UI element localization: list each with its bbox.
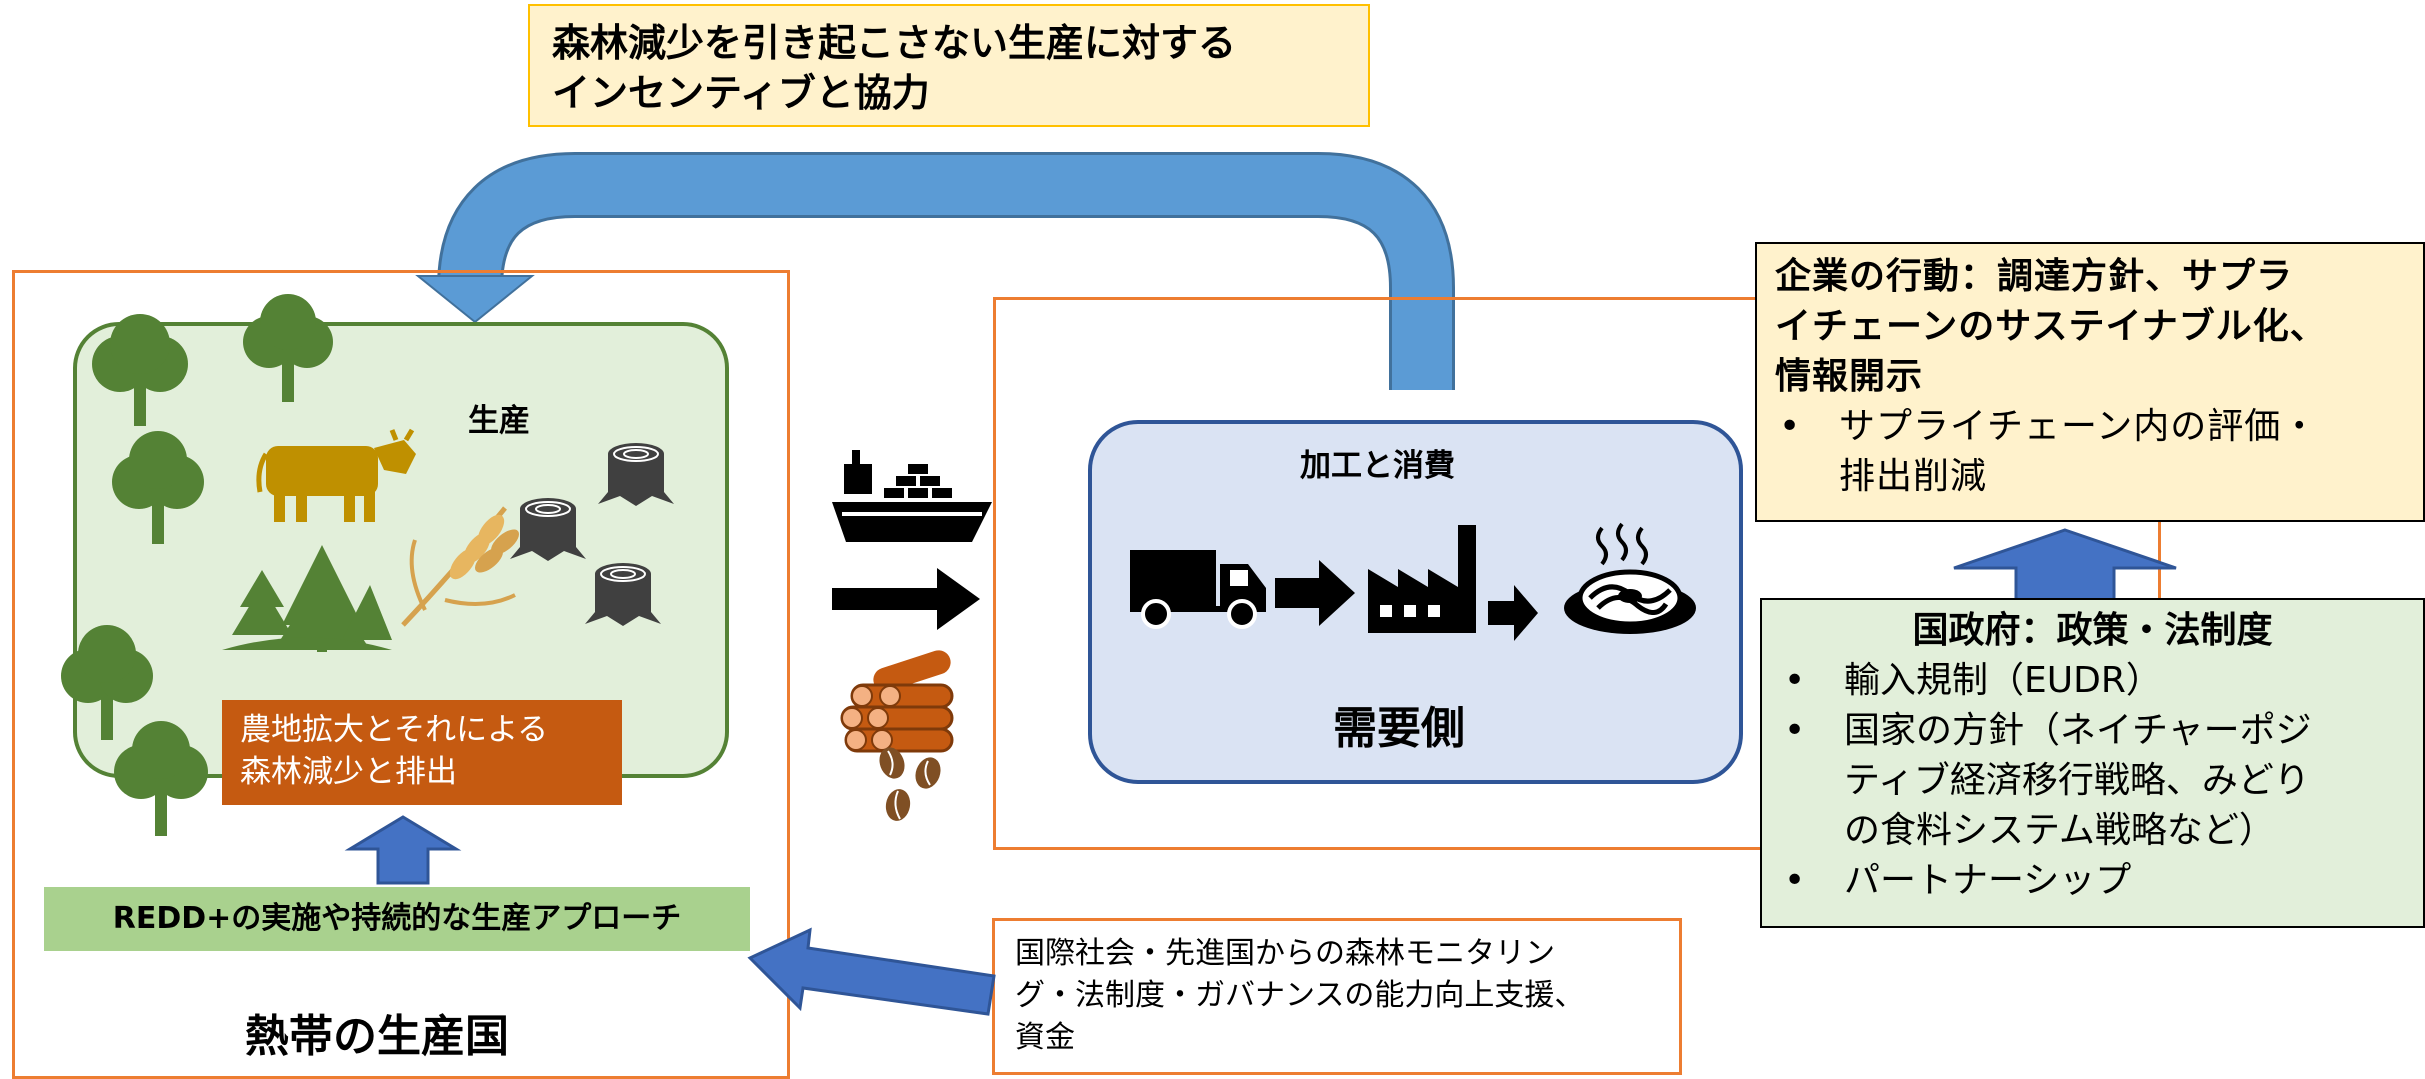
impact-line2: 森林減少と排出 bbox=[240, 754, 457, 790]
top-banner-line1: 森林減少を引き起こさない生産に対する bbox=[552, 21, 1237, 65]
international-support-box: 国際社会・先進国からの森林モニタリン グ・法制度・ガバナンスの能力向上支援、 資… bbox=[992, 918, 1682, 1075]
flow-arrow-icon bbox=[1488, 585, 1538, 641]
deforestation-impact-box: 農地拡大とそれによる 森林減少と排出 bbox=[222, 700, 622, 805]
production-label: 生産 bbox=[468, 403, 530, 439]
cow-icon bbox=[256, 428, 416, 522]
forest-icon bbox=[222, 545, 392, 652]
corporate-action-box: 企業の行動：調達方針、サプラ イチェーンのサステイナブル化、 情報開示 • サプ… bbox=[1755, 242, 2425, 522]
bullet: • bbox=[1784, 860, 1806, 901]
trade-flow-arrow bbox=[832, 568, 980, 630]
sustainable-approach-box: REDD+の実施や持続的な生産アプローチ bbox=[44, 887, 750, 951]
producer-country-title: 熱帯の生産国 bbox=[245, 1011, 509, 1062]
tree-icon bbox=[112, 431, 204, 544]
corporate-title-line3: 情報開示 bbox=[1775, 356, 1924, 397]
factory-icon bbox=[1368, 525, 1476, 633]
government-item: • パートナーシップ bbox=[1780, 856, 2423, 906]
bullet: • bbox=[1784, 710, 1806, 751]
top-banner: 森林減少を引き起こさない生産に対する インセンティブと協力 bbox=[528, 4, 1370, 127]
tree-stump-icon bbox=[510, 498, 586, 561]
corporate-item: • サプライチェーン内の評価・ 排出削減 bbox=[1775, 402, 2423, 502]
demand-side-box bbox=[993, 297, 2161, 850]
government-item1: 輸入規制（EUDR） bbox=[1844, 660, 2162, 701]
government-item2-line1: 国家の方針（ネイチャーポジ bbox=[1844, 710, 2312, 751]
corporate-list: • サプライチェーン内の評価・ 排出削減 bbox=[1775, 402, 2423, 502]
cargo-ship-icon bbox=[832, 450, 992, 542]
top-banner-line2: インセンティブと協力 bbox=[552, 71, 930, 115]
government-item3: パートナーシップ bbox=[1844, 860, 2132, 901]
bullet: • bbox=[1779, 406, 1802, 447]
timber-logs-icon bbox=[840, 650, 954, 753]
tree-icon bbox=[92, 314, 188, 426]
up-arrow-icon bbox=[1953, 528, 2177, 604]
government-item2-line2: ティブ経済移行戦略、みどり bbox=[1844, 760, 2310, 801]
international-line3: 資金 bbox=[1015, 1020, 1075, 1055]
demand-side-label: 需要側 bbox=[1333, 703, 1465, 754]
food-plate-icon bbox=[1564, 522, 1696, 634]
international-line2: グ・法制度・ガバナンスの能力向上支援、 bbox=[1015, 978, 1585, 1013]
impact-line1: 農地拡大とそれによる bbox=[240, 712, 549, 748]
wheat-icon bbox=[401, 506, 520, 627]
corporate-item-line2: 排出削減 bbox=[1839, 456, 1988, 497]
up-arrow-icon bbox=[344, 815, 462, 885]
tree-icon bbox=[114, 721, 208, 836]
government-list: • 輸入規制（EUDR） • 国家の方針（ネイチャーポジ ティブ経済移行戦略、み… bbox=[1780, 656, 2423, 906]
tree-stump-icon bbox=[585, 563, 661, 626]
flow-arrow-icon bbox=[1275, 560, 1355, 626]
support-arrow bbox=[747, 927, 996, 1016]
tree-icon bbox=[243, 294, 333, 402]
government-item2-line3: の食料システム戦略など） bbox=[1844, 810, 2275, 851]
government-item: • 輸入規制（EUDR） bbox=[1780, 656, 2423, 706]
processing-consumption-title: 加工と消費 bbox=[1300, 448, 1455, 484]
government-policy-box: 国政府：政策・法制度 • 輸入規制（EUDR） • 国家の方針（ネイチャーポジ … bbox=[1760, 598, 2425, 928]
corporate-item-line1: サプライチェーン内の評価・ bbox=[1839, 406, 2319, 447]
corporate-title-line1: 企業の行動：調達方針、サプラ bbox=[1775, 256, 2294, 297]
bullet: • bbox=[1784, 660, 1806, 701]
government-title: 国政府：政策・法制度 bbox=[1912, 610, 2273, 651]
producer-country-box bbox=[12, 270, 790, 1079]
tree-icon bbox=[61, 625, 153, 740]
international-line1: 国際社会・先進国からの森林モニタリン bbox=[1015, 936, 1555, 971]
corporate-title-line2: イチェーンのサステイナブル化、 bbox=[1775, 306, 2327, 347]
tree-stump-icon bbox=[598, 443, 674, 506]
government-item: • 国家の方針（ネイチャーポジ ティブ経済移行戦略、みどり の食料システム戦略な… bbox=[1780, 706, 2423, 856]
coffee-beans-icon bbox=[879, 747, 941, 821]
truck-icon bbox=[1130, 550, 1266, 629]
